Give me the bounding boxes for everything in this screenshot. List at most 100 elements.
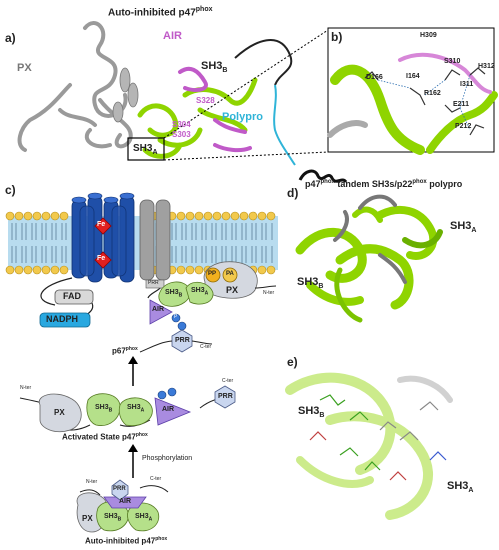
activated-phospho-2 (167, 387, 177, 397)
activated-sh3b (86, 393, 121, 426)
s304-label: S304 (172, 120, 191, 129)
zoom-line-bottom (163, 151, 329, 161)
activated-sh3a-label: SH3A (127, 404, 145, 414)
linker-chain (234, 39, 293, 86)
phosphorylation-label: Phosphorylation (142, 455, 193, 462)
p22-cylinders (139, 199, 171, 281)
auto-nter-label: N-ter (86, 479, 98, 485)
activated-air-label: AIR (162, 406, 175, 413)
residue-s310: S310 (444, 58, 461, 65)
polypro-label: Polypro (222, 111, 263, 123)
px-domain-ribbon (17, 21, 133, 152)
arrow-to-membrane-head (128, 356, 138, 364)
cter-membrane-label: C-ter (200, 344, 212, 350)
cter-tail-membrane (191, 340, 213, 345)
activated-nter-label: N-ter (20, 385, 32, 391)
phospho-p-label: P (174, 314, 178, 320)
pa-circle (222, 267, 238, 283)
activated-sh3a (118, 397, 153, 427)
activated-sh3b-label: SH3B (95, 404, 113, 414)
panel-c-letter: c) (5, 183, 16, 197)
nter-membrane-label: N-ter (263, 290, 275, 296)
panel-b-sticks (364, 67, 486, 136)
auto-sh3a (127, 502, 160, 532)
nadph-box (39, 312, 91, 328)
air-label: AIR (163, 30, 182, 42)
pa-label: PA (226, 271, 234, 277)
auto-nter-tail (79, 489, 101, 496)
prr-hexagon-membrane (171, 329, 193, 353)
activated-px (38, 393, 82, 433)
panel-d-polypro (333, 194, 407, 284)
residue-p212: P212 (455, 123, 472, 130)
residue-h312: H312 (478, 63, 495, 70)
sh3a-zoom-box (127, 137, 165, 161)
pp-label: PP (208, 271, 217, 277)
panel-e-letter: e) (287, 355, 298, 369)
auto-px-label: PX (82, 514, 93, 523)
panel-d-ribbons (295, 205, 443, 323)
sh3b-membrane-label: SH3B (165, 289, 183, 299)
auto-sh3a-label: SH3A (135, 513, 153, 523)
activated-phospho-1 (157, 390, 167, 400)
prr-membrane-label: PRR (175, 337, 190, 344)
polypro-chain (273, 84, 296, 166)
fe-label-1: Fe (97, 221, 106, 228)
residue-r162: R162 (424, 90, 441, 97)
prr-p22-tag (145, 279, 165, 289)
lipid-tails (11, 223, 273, 263)
nox2-cylinders (71, 195, 135, 283)
fe-label-2: Fe (97, 255, 106, 262)
fad-box (54, 289, 94, 305)
air-triangle-membrane (149, 299, 173, 325)
panel-d-sh3a-label: SH3A (450, 220, 477, 235)
activated-cter-label: C-ter (222, 378, 234, 384)
panel-b-box (327, 27, 495, 153)
panel-e-sticks (309, 394, 447, 481)
panel-a-letter: a) (5, 31, 16, 45)
auto-sh3b-label: SH3B (104, 513, 122, 523)
auto-cter-label: C-ter (150, 476, 162, 482)
activated-chain (19, 395, 231, 431)
panel-e-ribbons (285, 372, 453, 520)
residue-h309: H309 (420, 32, 437, 39)
px-helices (112, 67, 139, 123)
sh3a-membrane-label: SH3A (191, 287, 209, 297)
activated-state-title: Activated State p47phox (62, 432, 148, 442)
fe-heme-diamonds (94, 217, 112, 269)
phospho-p1 (171, 313, 181, 323)
activated-air (154, 397, 192, 426)
residue-i164: I164 (406, 73, 420, 80)
sh3a-membrane (185, 281, 214, 305)
residue-i311: I311 (460, 81, 474, 88)
panel-d-title: p47phox tandem SH3s/p22phox polypro (305, 179, 463, 189)
px-label: PX (17, 62, 32, 74)
residue-e211: E211 (453, 101, 469, 108)
panel-e-sh3b-label: SH3B (298, 405, 325, 420)
cylinder-caps (71, 192, 135, 204)
pp-circle (205, 267, 221, 283)
auto-state-title: Auto-inhibited p47phox (85, 536, 168, 546)
activated-prr-hex (214, 385, 236, 409)
panel-b-ribbons (327, 52, 498, 155)
panel-e-sh3a-label: SH3A (447, 480, 474, 495)
sh3b-label: SH3B (201, 60, 228, 75)
p67-label: p67phox (112, 346, 138, 356)
phospho-p2 (177, 321, 187, 331)
auto-cter-tail (139, 485, 169, 493)
air-membrane-label: AIR (152, 306, 165, 313)
s328-label: S328 (196, 96, 215, 105)
auto-prr-label: PRR (113, 486, 126, 492)
prr-p22-label: PRR (148, 280, 159, 286)
cterm-helix (298, 169, 348, 184)
residue-d166: D166 (366, 74, 383, 81)
panel-a-title: Auto-inhibited p47phox (108, 6, 213, 19)
panel-b-letter: b) (331, 30, 343, 44)
activated-px-label: PX (54, 408, 65, 417)
air-segment (178, 66, 252, 153)
px-membrane-label: PX (226, 285, 239, 295)
fad-label: FAD (63, 291, 81, 301)
activated-prr-label: PRR (218, 393, 233, 400)
panel-d-sh3b-label: SH3B (297, 276, 324, 291)
